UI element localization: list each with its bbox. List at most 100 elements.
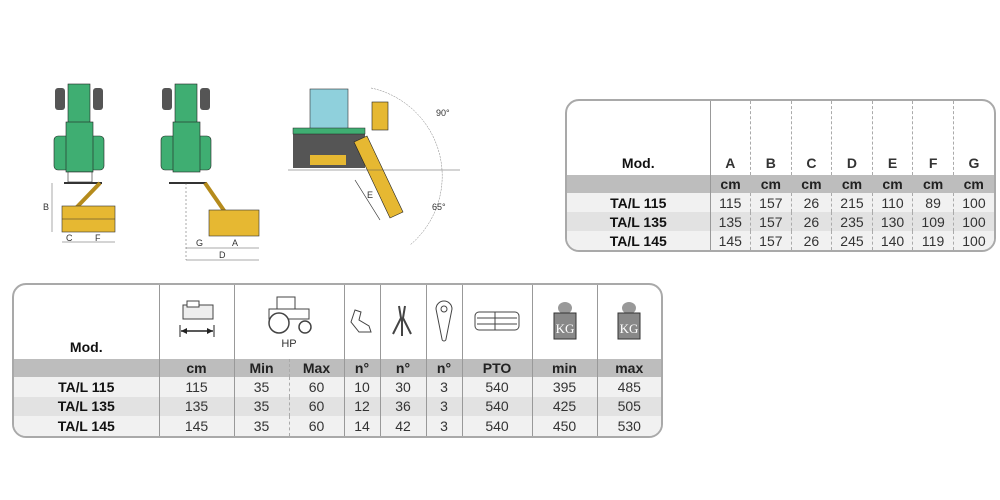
cell: 425 xyxy=(532,396,598,417)
unit: min xyxy=(532,359,598,377)
unit: Min xyxy=(234,359,290,377)
col-header-b: B xyxy=(750,101,792,175)
unit: cm xyxy=(953,175,994,193)
table-row: TA/L 145 145 35 60 14 42 3 540 450 530 xyxy=(14,416,661,436)
weight-label: KG xyxy=(620,321,639,336)
cell: 3 xyxy=(426,416,463,436)
cell: 30 xyxy=(380,377,427,397)
weight-icon-min: KG xyxy=(532,285,598,359)
cell: 115 xyxy=(710,193,752,212)
cell: 14 xyxy=(344,416,381,436)
cell: 395 xyxy=(532,377,598,397)
unit: n° xyxy=(380,359,427,377)
angle-label-65: 65° xyxy=(432,202,446,212)
model-name: TA/L 135 xyxy=(14,396,160,417)
dim-label-e: E xyxy=(367,190,373,200)
hammer-blade-icon xyxy=(344,285,381,359)
specifications-table: Mod. HP KG KG cm Min Max n° n° n° PTO mi… xyxy=(12,283,663,438)
dim-label-g: G xyxy=(196,238,203,248)
cell: 235 xyxy=(831,212,873,231)
col-header-e: E xyxy=(872,101,914,175)
col-header-d: D xyxy=(831,101,873,175)
mod-header: Mod. xyxy=(14,285,160,359)
unit: n° xyxy=(344,359,381,377)
weight-label: KG xyxy=(555,321,574,336)
cell: 485 xyxy=(597,377,661,397)
cell: 145 xyxy=(159,416,235,436)
model-name: TA/L 135 xyxy=(567,212,711,231)
model-name: TA/L 145 xyxy=(14,416,160,436)
cell: 135 xyxy=(710,212,752,231)
unit: cm xyxy=(750,175,792,193)
unit: Max xyxy=(289,359,345,377)
cell: 35 xyxy=(234,396,290,417)
dim-label-d: D xyxy=(219,250,226,260)
belt-icon xyxy=(426,285,463,359)
table-row: TA/L 145 145 157 26 245 140 119 100 xyxy=(567,231,994,250)
cell: 119 xyxy=(912,231,954,250)
cell: 10 xyxy=(344,377,381,397)
cell: 145 xyxy=(710,231,752,250)
unit: max xyxy=(597,359,661,377)
cell: 60 xyxy=(289,416,345,436)
cell: 245 xyxy=(831,231,873,250)
cell: 540 xyxy=(462,416,533,436)
cell: 140 xyxy=(872,231,914,250)
cell: 3 xyxy=(426,396,463,417)
cell: 26 xyxy=(791,212,833,231)
cell: 35 xyxy=(234,377,290,397)
model-name: TA/L 115 xyxy=(567,193,711,212)
model-name: TA/L 145 xyxy=(567,231,711,250)
cell: 89 xyxy=(912,193,954,212)
tractor-top-view-2: G A D xyxy=(160,83,260,261)
unit: cm xyxy=(912,175,954,193)
pto-shaft-icon xyxy=(462,285,533,359)
dim-label-b: B xyxy=(43,202,49,212)
cell: 3 xyxy=(426,377,463,397)
cell: 130 xyxy=(872,212,914,231)
cell: 100 xyxy=(953,231,994,250)
mod-header: Mod. xyxy=(567,101,711,175)
angle-label-90: 90° xyxy=(436,108,450,118)
cell: 157 xyxy=(750,193,792,212)
cell: 110 xyxy=(872,193,914,212)
cell: 135 xyxy=(159,396,235,417)
unit: cm xyxy=(872,175,913,193)
units-row: cm Min Max n° n° n° PTO min max xyxy=(14,359,661,377)
cell: 505 xyxy=(597,396,661,417)
cell: 115 xyxy=(159,377,235,397)
table-row: TA/L 135 135 157 26 235 130 109 100 xyxy=(567,212,994,231)
unit: PTO xyxy=(462,359,533,377)
cell: 42 xyxy=(380,416,427,436)
unit: cm xyxy=(710,175,751,193)
cell: 26 xyxy=(791,231,833,250)
tractor-rear-view: 90° 65° E xyxy=(288,87,460,246)
cell: 12 xyxy=(344,396,381,417)
cell: 60 xyxy=(289,377,345,397)
cell: 540 xyxy=(462,377,533,397)
col-header-g: G xyxy=(968,155,980,171)
dim-label-f: F xyxy=(95,233,101,243)
y-blade-icon xyxy=(380,285,427,359)
cell: 215 xyxy=(831,193,873,212)
dim-label-a: A xyxy=(232,238,238,248)
mower-dimension-diagram: B C F G A D 90° 65° E xyxy=(43,83,460,261)
col-header-c: C xyxy=(791,101,833,175)
cell: 60 xyxy=(289,396,345,417)
unit: cm xyxy=(159,359,235,377)
weight-icon-max: KG xyxy=(597,285,661,359)
cell: 26 xyxy=(791,193,833,212)
cell: 36 xyxy=(380,396,427,417)
cell: 100 xyxy=(953,193,994,212)
cell: 109 xyxy=(912,212,954,231)
table-row: TA/L 115 115 157 26 215 110 89 100 xyxy=(567,193,994,212)
table-row: TA/L 115 115 35 60 10 30 3 540 395 485 xyxy=(14,377,661,397)
cell: 530 xyxy=(597,416,661,436)
col-header-a: A xyxy=(710,101,752,175)
unit: cm xyxy=(791,175,832,193)
dimensions-table: Mod. A B C D E F G cm cm cm cm cm cm cm … xyxy=(565,99,996,252)
cell: 540 xyxy=(462,396,533,417)
hp-label: HP xyxy=(281,337,297,350)
model-name: TA/L 115 xyxy=(14,377,160,397)
dim-label-c: C xyxy=(66,233,73,243)
